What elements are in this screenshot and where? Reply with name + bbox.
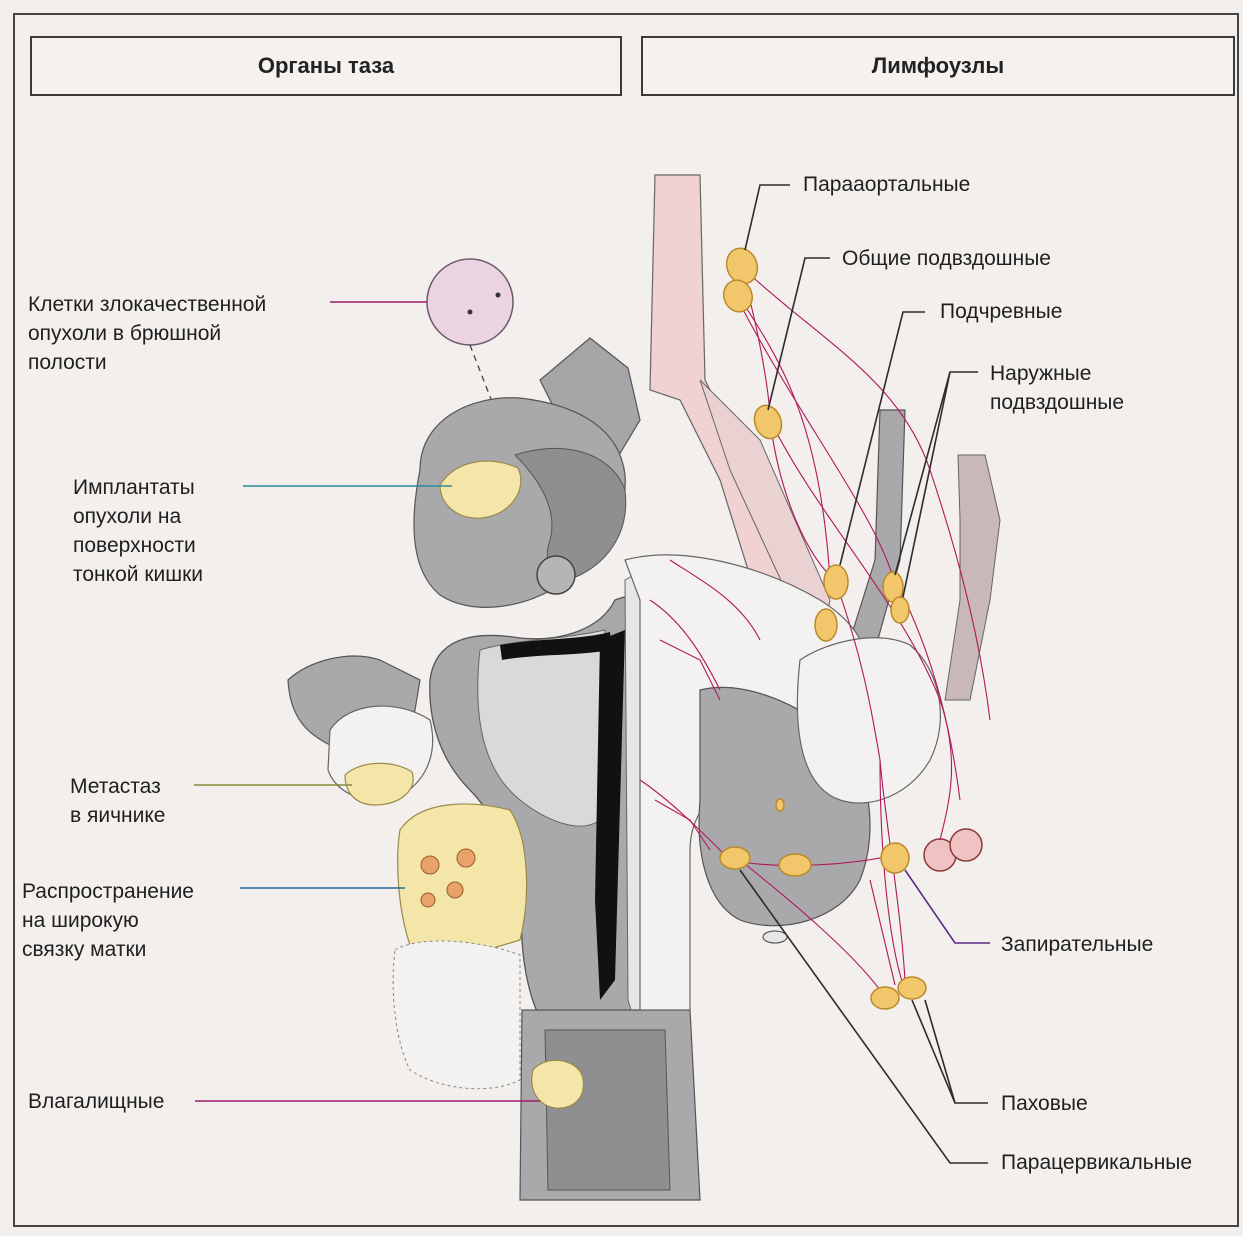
label-ovary-metastasis: Метастаз в яичнике xyxy=(70,772,165,830)
vaginal-lumen xyxy=(545,1030,670,1190)
label-obturator: Запирательные xyxy=(1001,930,1153,959)
ligament-nodule xyxy=(421,893,435,907)
hypogastric-node xyxy=(824,565,848,599)
ligament-nodule xyxy=(421,856,439,874)
ligament-nodule xyxy=(447,882,463,898)
label-malignant-cells: Клетки злокачественной опухоли в брюшной… xyxy=(28,290,266,377)
leader-obturator xyxy=(905,870,990,943)
leader-paraaortic xyxy=(745,185,790,250)
intestine-cross-section xyxy=(537,556,575,594)
ovary-metastasis xyxy=(345,763,413,805)
label-implants: Имплантаты опухоли на поверхности тонкой… xyxy=(73,473,203,589)
label-broad-ligament: Распространение на широкую связку матки xyxy=(22,877,194,964)
ureter-section xyxy=(763,931,787,943)
label-vaginal: Влагалищные xyxy=(28,1087,164,1116)
tumor-cell-dot xyxy=(468,310,473,315)
ligament-nodule xyxy=(457,849,475,867)
paracervical-node xyxy=(720,847,750,869)
hypogastric-node xyxy=(815,609,837,641)
external-iliac-node xyxy=(891,597,909,623)
obturator-node xyxy=(881,843,909,873)
label-hypogastric: Подчревные xyxy=(940,297,1062,326)
small-node xyxy=(776,799,784,811)
label-external-iliac: Наружные подвздошные xyxy=(990,359,1124,417)
vessel-section xyxy=(950,829,982,861)
parametrial-tissue xyxy=(393,941,520,1089)
ovary-right xyxy=(797,638,940,803)
label-inguinal: Паховые xyxy=(1001,1089,1088,1118)
label-paraaortic: Парааортальные xyxy=(803,170,970,199)
broad-ligament-spread xyxy=(398,804,527,955)
label-common-iliac: Общие подвздошные xyxy=(842,244,1051,273)
inguinal-node xyxy=(871,987,899,1009)
external-vessel xyxy=(945,455,1000,700)
inguinal-node xyxy=(898,977,926,999)
tumor-cell-dot xyxy=(496,293,501,298)
label-paracervical: Парацервикальные xyxy=(1001,1148,1192,1177)
paracervical-node xyxy=(779,854,811,876)
tumor-cells-circle xyxy=(427,259,513,345)
